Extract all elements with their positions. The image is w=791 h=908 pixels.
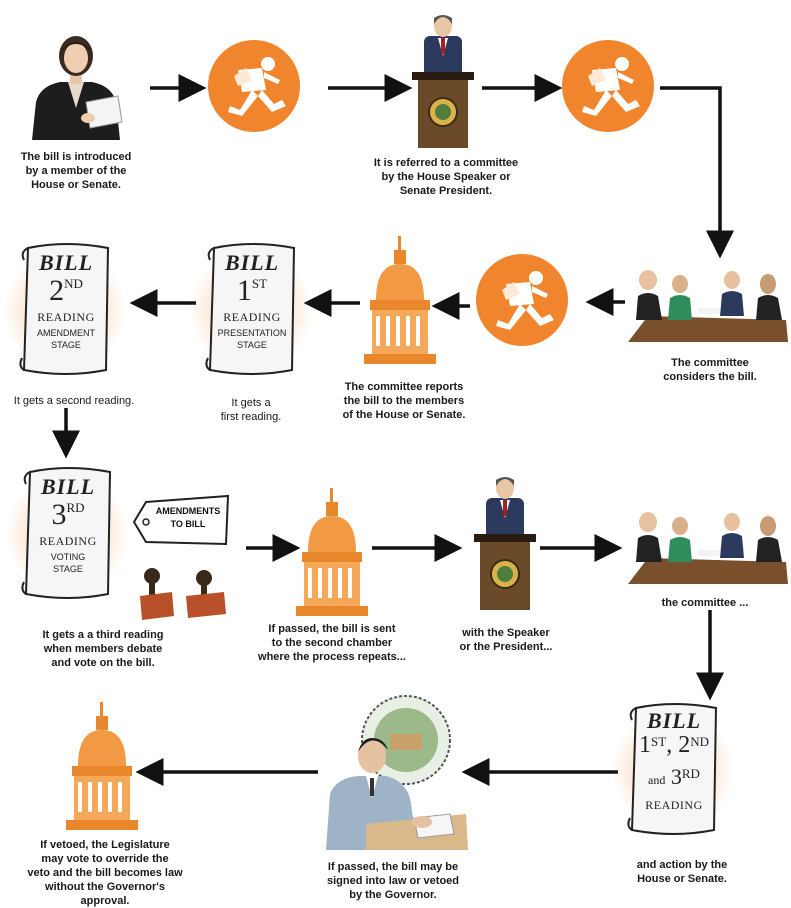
tag-shape bbox=[132, 494, 230, 546]
scroll-stage-line1: VOTING bbox=[50, 552, 86, 562]
speaker-podium-illustration bbox=[474, 477, 536, 610]
scroll-paper bbox=[205, 243, 296, 375]
scroll-paper bbox=[627, 703, 718, 835]
scroll-bill-word: BILL bbox=[40, 474, 96, 499]
caption-committee-reports: The committee reports the bill to the me… bbox=[342, 381, 466, 421]
scroll-paper bbox=[19, 243, 110, 375]
caption-override: If vetoed, the Legislature may vote to o… bbox=[27, 839, 183, 907]
capitol-dome-icon bbox=[296, 488, 368, 616]
scroll-bill-word: BILL bbox=[646, 708, 702, 733]
scroll-ordinal-suffix: ST bbox=[251, 276, 268, 291]
caption-second-chamber: If passed, the bill is sent to the secon… bbox=[258, 623, 406, 663]
scroll-ordinal-number: 1 bbox=[236, 274, 252, 307]
scroll-stage-line2: STAGE bbox=[51, 340, 81, 350]
tag-line1: AMENDMENTS bbox=[155, 506, 221, 516]
scroll-reading-word: READING bbox=[39, 534, 97, 548]
caption-first-reading: It gets a first reading. bbox=[220, 397, 282, 423]
scroll-stage-line1: AMENDMENT bbox=[37, 328, 95, 338]
scroll-ordinal-number-1: 1 bbox=[639, 732, 652, 758]
committee-meeting-illustration bbox=[628, 512, 788, 584]
capitol-dome-icon bbox=[364, 236, 436, 364]
scroll-ordinal-suffix-3: RD bbox=[681, 766, 700, 781]
scroll-stage-line2: STAGE bbox=[53, 564, 83, 574]
running-messenger-icon bbox=[228, 57, 286, 116]
scroll-and-word: and bbox=[648, 773, 666, 787]
governor-signing-illustration bbox=[326, 695, 468, 850]
caption-committee-again: the committee ... bbox=[661, 597, 749, 609]
caption-second-reading: It gets a second reading. bbox=[13, 395, 135, 407]
caption-introduced: The bill is introduced by a member of th… bbox=[20, 151, 132, 191]
scroll-bill-word: BILL bbox=[38, 250, 94, 275]
caption-committee-considers: The committee considers the bill. bbox=[663, 357, 757, 383]
scroll-reading-word: READING bbox=[645, 798, 703, 812]
tag-line2: TO BILL bbox=[170, 519, 206, 529]
runner-circle-3 bbox=[476, 254, 568, 346]
caption-speaker: with the Speaker or the President... bbox=[459, 627, 553, 653]
capitol-dome-icon bbox=[66, 702, 138, 830]
scroll-comma: , bbox=[666, 732, 673, 758]
scroll-ordinal-number: 3 bbox=[51, 498, 67, 531]
scroll-ordinal-suffix: RD bbox=[66, 500, 85, 515]
running-messenger-icon bbox=[582, 57, 640, 116]
rubber-stamps-icon bbox=[140, 568, 226, 620]
runner-circle-1 bbox=[208, 40, 300, 132]
running-messenger-icon bbox=[496, 271, 554, 330]
scroll-ordinal-number-3: 3 bbox=[670, 764, 682, 789]
committee-meeting-illustration bbox=[628, 270, 788, 342]
amendments-tag: AMENDMENTS TO BILL bbox=[132, 492, 230, 548]
caption-action: and action by the House or Senate. bbox=[636, 859, 728, 885]
scroll-paper bbox=[21, 467, 112, 599]
runner-circle-2 bbox=[562, 40, 654, 132]
scroll-ordinal-suffix: ND bbox=[64, 276, 83, 291]
scroll-ordinal-number: 2 bbox=[49, 274, 65, 307]
scroll-ordinal-number-2: 2 bbox=[678, 732, 691, 758]
scroll-ordinal-suffix-2: ND bbox=[690, 734, 709, 749]
caption-referred: It is referred to a committee by the Hou… bbox=[373, 157, 519, 197]
scroll-stage-line2: STAGE bbox=[237, 340, 267, 350]
scroll-reading-word: READING bbox=[37, 310, 95, 324]
scroll-reading-word: READING bbox=[223, 310, 281, 324]
arrow-runner-to-committee bbox=[660, 86, 734, 259]
caption-governor: If passed, the bill may be signed into l… bbox=[326, 861, 460, 901]
caption-third-reading: It gets a a third reading when members d… bbox=[42, 629, 164, 669]
scroll-stage-line1: PRESENTATION bbox=[217, 328, 287, 338]
scroll-ordinal-suffix-1: ST bbox=[651, 734, 667, 749]
scroll-bill-word: BILL bbox=[224, 250, 280, 275]
legislator-woman-illustration bbox=[32, 36, 123, 140]
speaker-podium-illustration bbox=[412, 15, 474, 148]
